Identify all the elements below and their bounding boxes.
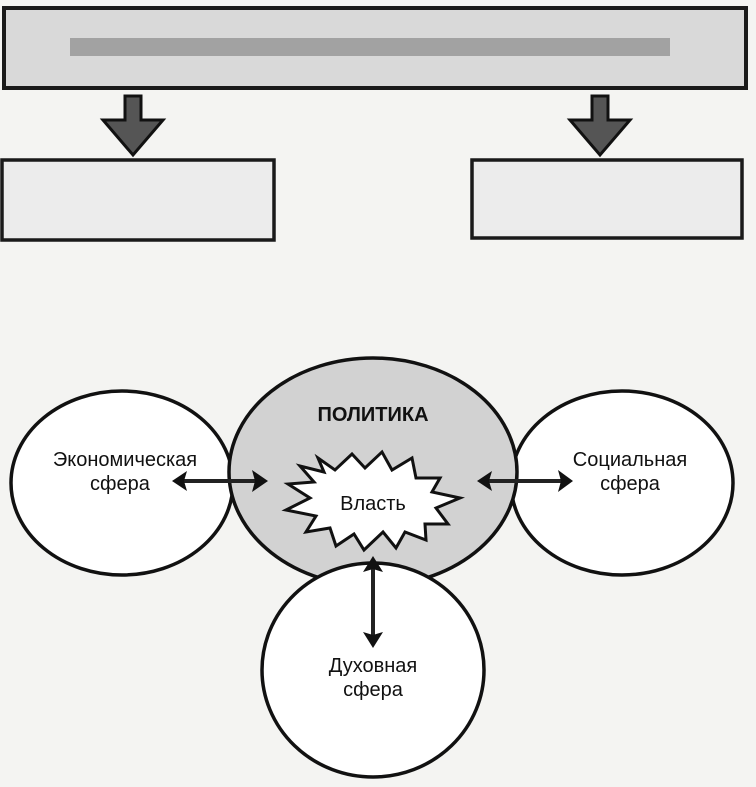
economic-arrowhead-icon [172, 471, 187, 491]
top-header-title-band [70, 38, 670, 56]
economic-sphere-label: Экономическая сфера [20, 448, 230, 496]
spiritual-sphere-line-2: сфера [343, 679, 403, 701]
economic-sphere-line-2: сфера [90, 473, 150, 495]
spiritual-sphere-line-1: Духовная [328, 655, 418, 677]
power-label: Власть [340, 493, 406, 515]
economic-sphere-line-1: Экономическая [52, 449, 198, 471]
social-arrowhead-icon [558, 470, 573, 492]
spiritual-arrowhead-icon [363, 632, 383, 648]
economic-power-arrowhead-icon [252, 470, 268, 492]
spiritual-sphere-label: Духовная сфера [273, 654, 473, 702]
social-sphere-line-2: сфера [600, 473, 660, 495]
power-burst-shape [281, 449, 466, 553]
top-box-right [470, 158, 744, 240]
top-box-left [0, 158, 276, 242]
social-sphere-label: Социальная сфера [530, 448, 730, 496]
spiritual-power-arrowhead-icon [363, 556, 383, 572]
down-arrow-left-icon [99, 94, 167, 158]
social-sphere-line-1: Социальная [572, 449, 688, 471]
down-arrow-right-icon [566, 94, 634, 158]
social-power-arrowhead-icon [477, 471, 492, 491]
politics-title: ПОЛИТИКА [317, 404, 429, 426]
